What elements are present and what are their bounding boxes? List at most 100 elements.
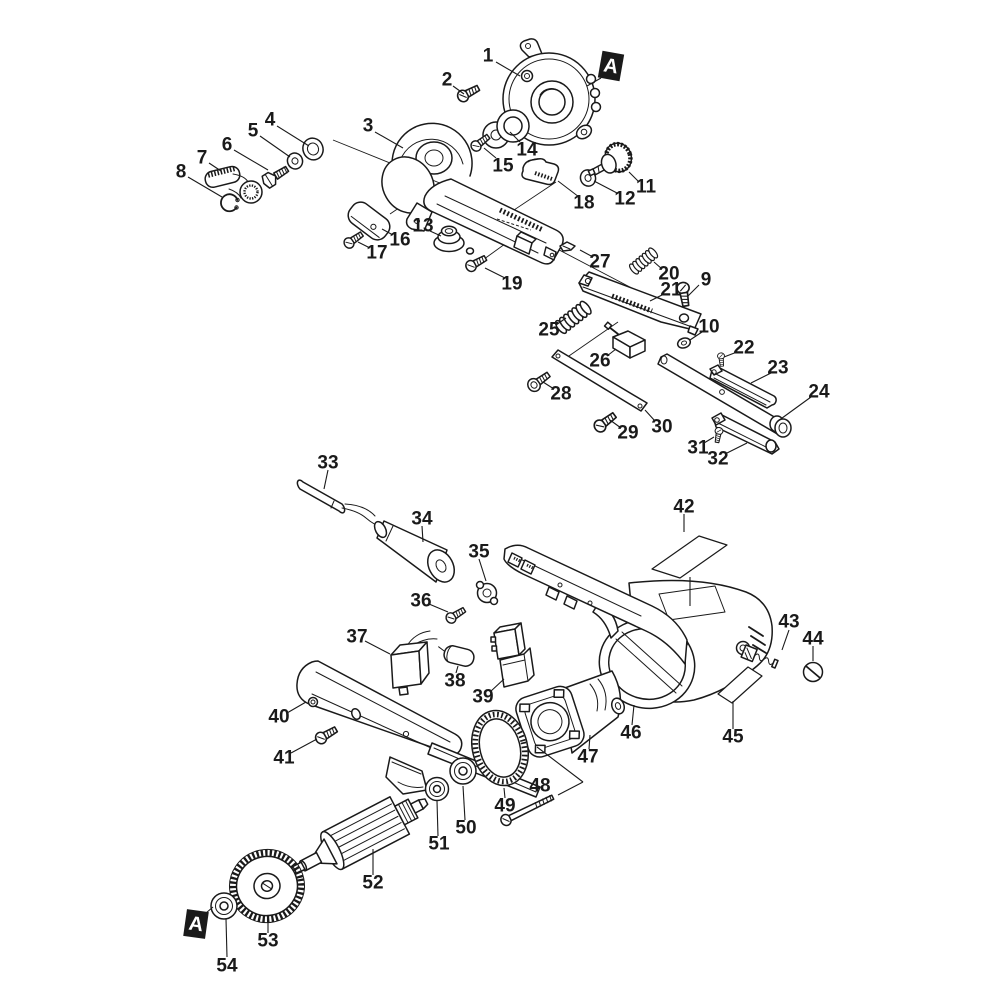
part-label-22: 22: [733, 338, 754, 359]
leader-line-part-28: [542, 381, 555, 390]
part-label-18: 18: [573, 193, 594, 214]
cap-part13: [433, 225, 465, 253]
lever-part7: [204, 165, 263, 204]
leader-line-part-26: [606, 348, 617, 357]
leader-line-part-21: [649, 293, 665, 302]
roller-arm-part24: [657, 353, 792, 438]
view-marker-A-0: A: [597, 50, 625, 82]
part-label-16: 16: [389, 230, 410, 251]
leader-line-part-49: [503, 787, 506, 799]
part-label-6: 6: [222, 135, 233, 156]
leader-line-part-29: [609, 419, 622, 429]
view-marker-letter: A: [602, 54, 620, 78]
part-label-46: 46: [620, 723, 641, 744]
brush-cap-part44: [802, 661, 824, 683]
leader-line-part-1: [495, 61, 521, 77]
leader-line-part-47: [588, 734, 591, 750]
part-label-5: 5: [248, 121, 259, 142]
screw-part48: [500, 794, 555, 827]
part-label-52: 52: [362, 873, 383, 894]
leader-line-part-13: [429, 230, 442, 237]
block-part26: [603, 321, 646, 359]
leader-line-part-6: [233, 149, 269, 171]
part-label-28: 28: [550, 384, 571, 405]
washer-part5: [286, 152, 304, 170]
roller-part14: [482, 109, 530, 149]
snap-ring-part8: [220, 193, 240, 213]
motor-housing-part46: [503, 544, 773, 710]
view-marker-box: [597, 50, 625, 82]
screw-part17: [341, 228, 366, 251]
bushing-part4: [302, 137, 324, 161]
leader-line-part-43: [781, 629, 790, 651]
leader-line-part-46: [631, 704, 635, 726]
arm-part3: [381, 122, 564, 265]
part-label-17: 17: [366, 243, 387, 264]
leader-line-part-10: [689, 331, 703, 341]
lower-assembly: [210, 479, 824, 924]
part-label-32: 32: [707, 449, 728, 470]
leader-line-part-36: [428, 603, 449, 613]
part-label-11: 11: [636, 177, 657, 198]
leader-line-part-8: [187, 176, 223, 198]
label-sticker-part45: [717, 666, 763, 704]
part-label-54: 54: [216, 956, 238, 977]
bolt-part28: [527, 371, 551, 393]
part-label-2: 2: [442, 70, 453, 91]
leader-line-part-5: [259, 135, 291, 158]
bearing-part54: [210, 892, 238, 920]
part-label-1: 1: [483, 46, 494, 67]
plate-part23: [709, 364, 777, 409]
part-label-38: 38: [444, 671, 465, 692]
view-marker-letter: A: [187, 913, 204, 937]
leader-line-part-9: [687, 284, 700, 297]
screw-part31: [712, 426, 724, 444]
bearing-part50: [449, 757, 477, 785]
part-label-29: 29: [617, 423, 638, 444]
part-label-41: 41: [273, 748, 295, 769]
carbon-brush-part43: [740, 644, 779, 669]
part-label-39: 39: [472, 687, 493, 708]
leader-line-part-23: [750, 372, 772, 384]
leader-line-part-54: [225, 918, 228, 958]
leader-line-part-27: [579, 249, 594, 258]
part-label-44: 44: [802, 629, 824, 650]
part-label-49: 49: [494, 796, 515, 817]
bolt-part6: [261, 165, 290, 189]
part-label-7: 7: [197, 148, 208, 169]
clip-part27: [559, 241, 576, 252]
part-label-37: 37: [346, 627, 367, 648]
part-label-15: 15: [492, 156, 514, 177]
part-label-20: 20: [658, 264, 679, 285]
part-label-43: 43: [778, 612, 799, 633]
leader-line-part-16: [381, 228, 394, 236]
leader-line-part-40: [286, 701, 307, 714]
part-label-35: 35: [468, 542, 490, 563]
strip-part32: [711, 412, 780, 455]
leader-line-part-34: [421, 525, 424, 543]
leader-line-part-48: [536, 746, 584, 783]
part-label-50: 50: [455, 818, 476, 839]
washer-part10: [676, 337, 692, 349]
screw-part41: [312, 723, 340, 747]
part-label-19: 19: [501, 274, 522, 295]
part-label-9: 9: [701, 270, 712, 291]
leader-line-part-12: [593, 180, 618, 194]
view-marker-A-1: A: [183, 909, 209, 939]
leader-line-part-14: [509, 131, 521, 143]
part-label-24: 24: [808, 382, 830, 403]
view-marker-box: [183, 909, 209, 939]
leader-line-part-15: [483, 147, 497, 159]
spring-part20: [627, 245, 660, 277]
leader-line-part-2: [452, 85, 465, 95]
leader-line-part-37: [364, 640, 391, 655]
bearing-part51: [424, 776, 450, 802]
knob-part11: [587, 141, 633, 177]
leader-line-part-3: [374, 131, 404, 149]
part-label-40: 40: [268, 707, 289, 728]
part-label-30: 30: [651, 417, 672, 438]
part-label-53: 53: [257, 931, 278, 952]
switch-part39: [490, 622, 535, 688]
leader-line-part-18: [557, 180, 580, 198]
